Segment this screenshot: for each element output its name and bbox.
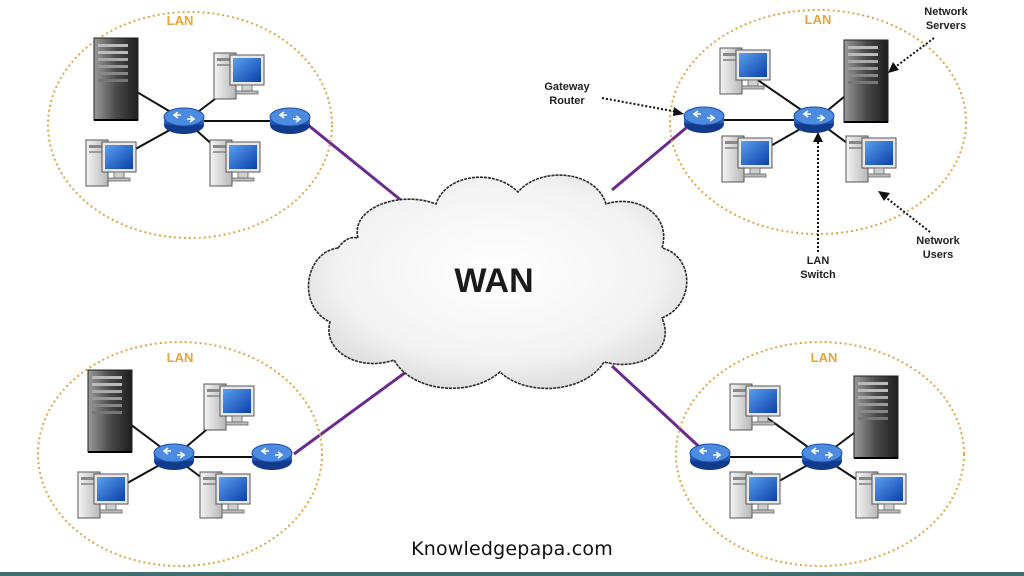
switch-icon — [163, 107, 205, 135]
bottom-bar — [0, 572, 1024, 576]
lan-boundary — [47, 11, 333, 239]
callout-label: Network — [916, 235, 960, 247]
lan-label: LAN — [167, 13, 194, 28]
switch-icon — [801, 443, 843, 471]
callout-label: Gateway — [544, 81, 590, 93]
callout-label: Users — [923, 249, 954, 261]
computer-icon — [719, 47, 771, 95]
lan-label: LAN — [811, 350, 838, 365]
callout-label: Servers — [926, 20, 966, 32]
router-icon — [689, 443, 731, 471]
callout-lan-switch: LAN Switch — [800, 132, 836, 281]
computer-icon — [209, 139, 261, 187]
watermark-text: Knowledgepapa.com — [411, 538, 613, 560]
lan-bottom-left: LAN — [37, 341, 323, 567]
wan-link — [610, 364, 710, 457]
wan-link — [293, 370, 407, 456]
computer-icon — [213, 52, 265, 100]
router-icon — [683, 106, 725, 134]
computer-icon — [729, 383, 781, 431]
server-icon — [853, 375, 899, 459]
computer-icon — [85, 139, 137, 187]
wan-link — [611, 126, 687, 192]
computer-icon — [729, 471, 781, 519]
router-icon — [251, 443, 293, 471]
callout-label: Router — [549, 95, 585, 107]
lan-label: LAN — [167, 350, 194, 365]
wan-cloud: WAN — [307, 174, 688, 390]
lan-boundary — [37, 341, 323, 567]
lan-top-left: LAN — [47, 11, 333, 239]
wan-label: WAN — [454, 262, 533, 300]
lan-bottom-right: LAN — [675, 341, 965, 567]
lan-top-right: LAN Gateway Router Network Servers L — [544, 6, 968, 281]
computer-icon — [855, 471, 907, 519]
switch-icon — [793, 106, 835, 134]
server-icon — [87, 369, 133, 453]
callout-label: Network — [924, 6, 968, 18]
computer-icon — [845, 135, 897, 183]
lan-boundary — [675, 341, 965, 567]
computer-icon — [203, 383, 255, 431]
callout-label: LAN — [807, 255, 830, 267]
router-icon — [269, 107, 311, 135]
callout-network-servers: Network Servers — [888, 6, 969, 73]
computer-icon — [199, 471, 251, 519]
computer-icon — [77, 471, 129, 519]
computer-icon — [721, 135, 773, 183]
server-icon — [843, 39, 889, 123]
cloud-icon — [307, 174, 688, 390]
lan-label: LAN — [805, 12, 832, 27]
callout-gateway-router: Gateway Router — [544, 81, 684, 116]
callout-label: Switch — [800, 269, 836, 281]
callout-network-users: Network Users — [878, 191, 961, 261]
switch-icon — [153, 443, 195, 471]
server-icon — [93, 37, 139, 121]
